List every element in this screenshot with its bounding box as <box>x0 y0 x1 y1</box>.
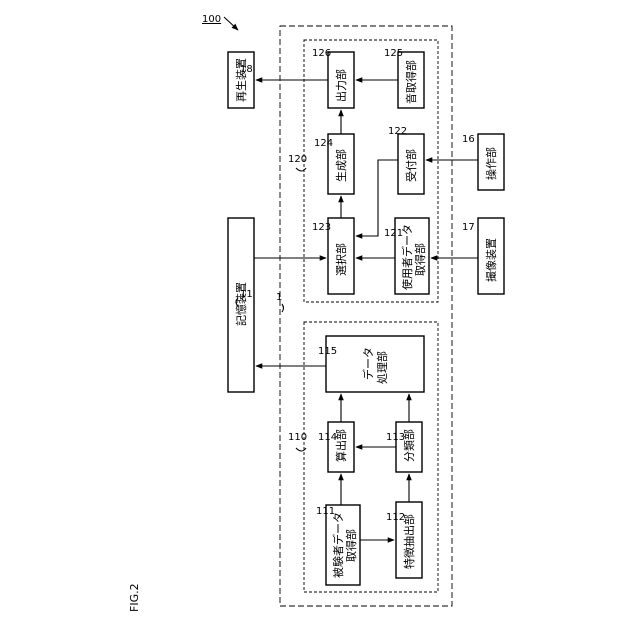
imaging-device-label: 撮像装置 <box>484 238 498 282</box>
figure-label: FIG.2 <box>128 583 141 612</box>
calculation-ref: 114 <box>318 432 337 443</box>
selection-ref: 123 <box>312 222 331 233</box>
data-processing-box <box>326 336 424 392</box>
system-ref-arrow <box>224 17 238 30</box>
subject-data-acquisition-label-2: 取得部 <box>344 529 358 562</box>
sound-acquisition-ref: 125 <box>384 48 403 59</box>
group-110-ref-label: 110 <box>288 432 307 443</box>
arrow-122-to-123 <box>356 160 398 236</box>
sound-acquisition-label: 音取得部 <box>404 60 418 104</box>
subject-data-acquisition-ref: 111 <box>316 506 335 517</box>
feature-extraction-ref: 112 <box>386 512 405 523</box>
outer-ref-label: 1 <box>276 292 282 303</box>
output-ref: 126 <box>312 48 331 59</box>
user-data-acquisition-ref: 121 <box>384 228 403 239</box>
device-outer-boundary <box>280 26 452 606</box>
reception-label: 受付部 <box>404 149 418 182</box>
group-120-ref-label: 120 <box>288 154 307 165</box>
system-ref-label: 100 <box>202 14 221 25</box>
operation-unit-label: 操作部 <box>484 147 498 180</box>
playback-device-ref: 18 <box>240 64 253 75</box>
subject-data-acquisition-label-1: 被験者データ <box>331 512 345 578</box>
output-label: 出力部 <box>334 69 348 102</box>
selection-label: 選択部 <box>334 243 348 276</box>
data-processing-label-1: データ <box>361 347 375 380</box>
storage-device-ref: 11 <box>240 289 253 300</box>
data-processing-ref: 115 <box>318 346 337 357</box>
classification-ref: 113 <box>386 432 405 443</box>
generation-label: 生成部 <box>334 149 348 182</box>
generation-ref: 124 <box>314 138 333 149</box>
outer-ref-leader <box>282 304 284 312</box>
data-processing-label-2: 処理部 <box>375 351 389 384</box>
imaging-device-ref: 17 <box>462 222 475 233</box>
group-120-leader <box>296 168 306 171</box>
operation-unit-ref: 16 <box>462 134 475 145</box>
reception-ref: 122 <box>388 126 407 137</box>
group-110-leader <box>296 448 306 451</box>
user-data-acquisition-label-2: 取得部 <box>413 243 427 276</box>
